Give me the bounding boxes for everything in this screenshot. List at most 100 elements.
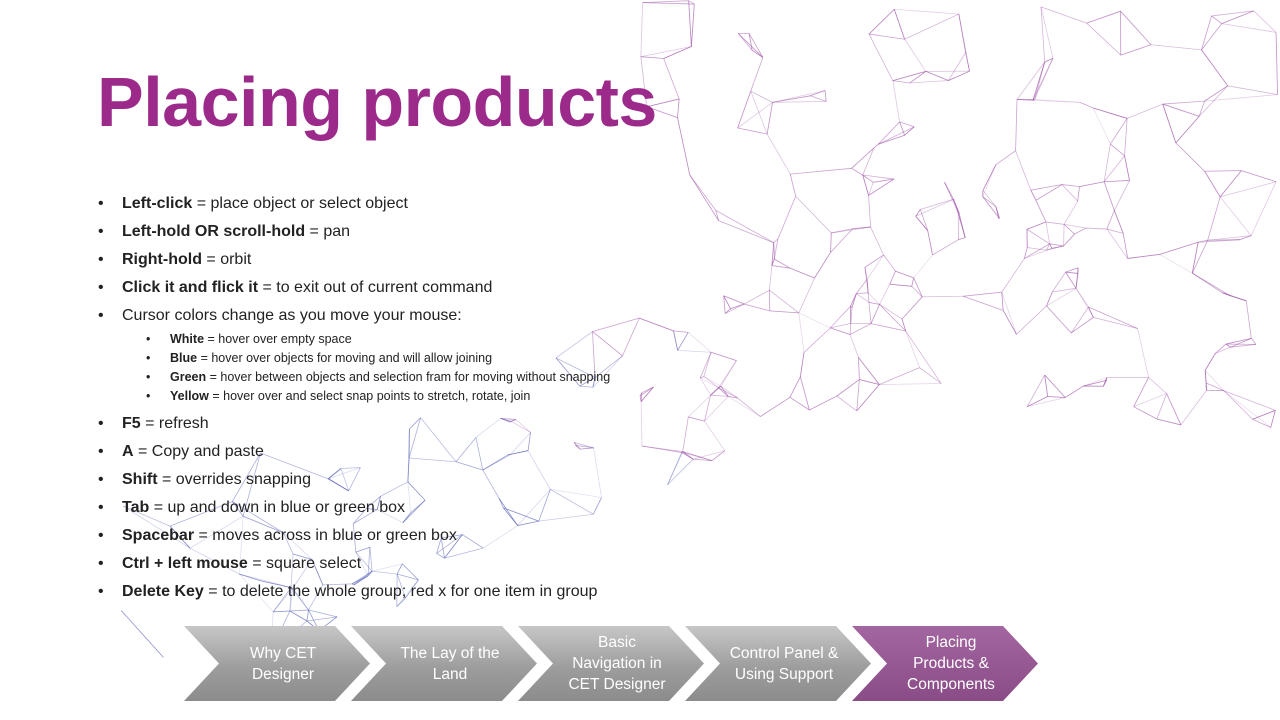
process-step-why-cet-designer[interactable]: Why CET Designer: [184, 626, 370, 701]
network-line: [1046, 243, 1050, 251]
network-line: [1162, 103, 1177, 143]
network-line: [640, 56, 648, 107]
network-line: [1103, 143, 1111, 182]
network-line: [289, 609, 309, 612]
network-line: [1001, 258, 1025, 293]
network-line: [909, 80, 949, 84]
network-line: [640, 56, 648, 107]
network-line: [640, 46, 692, 58]
network-line: [1211, 15, 1222, 24]
network-line: [879, 304, 903, 320]
network-line: [1001, 292, 1017, 335]
network-line: [1214, 343, 1227, 354]
network-line: [1110, 143, 1125, 157]
network-line: [1083, 379, 1107, 387]
process-step-placing-products[interactable]: Placing Products & Components: [852, 626, 1038, 701]
network-line: [904, 13, 960, 40]
network-line: [1109, 118, 1128, 145]
network-line: [1065, 271, 1079, 274]
network-line: [1191, 240, 1209, 274]
network-line: [1133, 377, 1149, 407]
network-line: [948, 70, 970, 81]
network-line: [867, 292, 870, 303]
network-line: [856, 293, 870, 303]
network-line: [859, 379, 880, 385]
network-line: [120, 610, 164, 658]
network-line: [879, 304, 906, 332]
network-line: [1162, 103, 1200, 117]
network-line: [1207, 235, 1252, 241]
network-line: [1275, 32, 1278, 95]
network-line: [1063, 233, 1075, 247]
network-line: [120, 610, 164, 658]
network-line: [1204, 171, 1221, 198]
network-line: [1221, 10, 1254, 24]
network-line: [1207, 239, 1240, 241]
network-line: [1191, 242, 1199, 274]
network-line: [766, 102, 773, 135]
shortcut-key: Right-hold: [122, 251, 202, 268]
network-line: [892, 80, 910, 84]
network-line: [1251, 338, 1257, 345]
shortcut-description: = moves across in blue or green box: [194, 527, 457, 544]
network-line: [640, 56, 664, 59]
network-line: [1148, 377, 1167, 394]
network-line: [919, 209, 929, 231]
cursor-color-description: = hover between objects and selection fr…: [206, 370, 611, 384]
network-line: [306, 609, 309, 622]
list-item: Green = hover between objects and select…: [146, 368, 818, 387]
network-line: [862, 174, 874, 183]
process-step-control-panel[interactable]: Control Panel & Using Support: [685, 626, 871, 701]
cursor-color-description: = hover over objects for moving and will…: [197, 351, 493, 365]
network-line: [1230, 295, 1247, 302]
network-line: [909, 71, 927, 84]
process-navigation: Why CET Designer The Lay of the Land Bas…: [184, 626, 1044, 701]
network-line: [1223, 390, 1271, 428]
list-item: Yellow = hover over and select snap poin…: [146, 387, 818, 406]
network-line: [1052, 287, 1077, 293]
network-line: [948, 52, 966, 81]
network-line: [858, 357, 860, 380]
network-line: [1075, 267, 1079, 289]
network-line: [963, 291, 1002, 297]
network-line: [995, 206, 1000, 219]
network-line: [919, 367, 942, 384]
network-line: [852, 226, 871, 230]
network-line: [889, 283, 912, 287]
network-line: [893, 9, 905, 40]
cursor-color-description: = hover over and select snap points to s…: [208, 389, 531, 403]
network-line: [1230, 338, 1252, 348]
network-line: [965, 52, 970, 72]
network-line: [873, 178, 895, 183]
network-line: [1086, 10, 1121, 24]
network-line: [1159, 241, 1199, 255]
network-line: [1016, 99, 1034, 101]
network-line: [1035, 199, 1047, 223]
network-line: [1034, 61, 1046, 100]
network-line: [850, 307, 853, 324]
network-line: [1075, 273, 1079, 289]
network-line: [1230, 338, 1252, 348]
process-step-lay-of-the-land[interactable]: The Lay of the Land: [351, 626, 537, 701]
network-line: [1044, 374, 1049, 397]
network-line: [851, 167, 863, 176]
network-line: [1077, 186, 1080, 202]
network-line: [1079, 101, 1094, 109]
network-line: [868, 178, 895, 196]
network-line: [766, 102, 773, 135]
network-line: [1106, 228, 1128, 259]
network-line: [1162, 103, 1200, 117]
network-line: [1175, 116, 1200, 144]
network-line: [1044, 374, 1049, 397]
network-line: [932, 239, 959, 256]
network-line: [1070, 306, 1089, 334]
network-line: [1032, 99, 1035, 101]
process-step-basic-navigation[interactable]: Basic Navigation in CET Designer: [518, 626, 704, 701]
network-line: [957, 212, 966, 238]
network-line: [1225, 343, 1231, 348]
network-line: [911, 286, 923, 298]
network-line: [915, 216, 929, 231]
network-line: [1016, 99, 1034, 101]
network-line: [911, 286, 923, 298]
network-line: [920, 198, 954, 210]
